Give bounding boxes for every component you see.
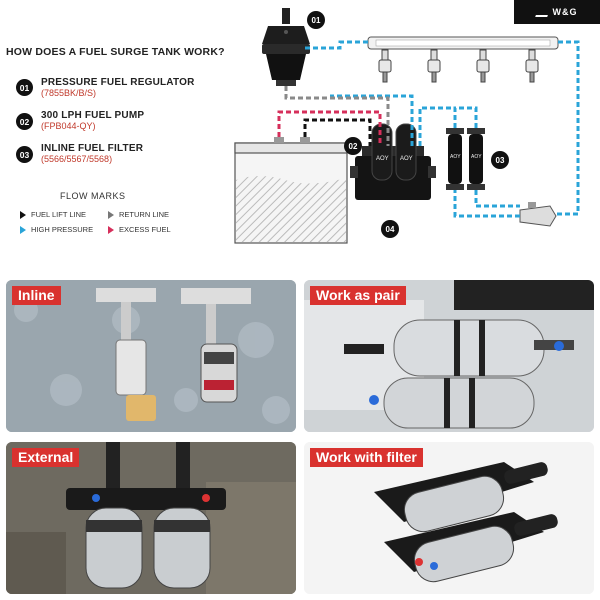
item-number-badge: 02: [16, 113, 33, 130]
legend-label: EXCESS FUEL: [119, 225, 171, 234]
photo-panel-inline: Inline: [6, 280, 296, 432]
callout-number: 02: [349, 142, 358, 151]
panel-label: Work as pair: [310, 286, 406, 305]
high-pressure-arrow-icon: [20, 225, 26, 234]
brand-name: W&G: [552, 7, 578, 17]
component-item-3-text: INLINE FUEL FILTER (5566/5567/5568): [41, 143, 143, 164]
brand-logo: W&G: [514, 0, 600, 24]
flow-marks-heading: FLOW MARKS: [60, 191, 126, 201]
pair-pumps-photo: [304, 280, 594, 432]
page-title: HOW DOES A FUEL SURGE TANK WORK?: [6, 46, 225, 58]
photo-panel-work-as-pair: Work as pair: [304, 280, 594, 432]
fuel-injector: [378, 49, 539, 83]
inline-fuel-filter: [446, 128, 485, 190]
legend-label: RETURN LINE: [119, 210, 170, 219]
item-number-badge: 01: [16, 79, 33, 96]
legend-label: HIGH PRESSURE: [31, 225, 94, 234]
photo-panel-work-with-filter: Work with filter: [304, 442, 594, 594]
callout-badge: [307, 11, 509, 238]
pump-brand-label: AOY: [376, 156, 389, 162]
fuel-tank: [234, 137, 348, 244]
component-item-3: 03: [16, 146, 33, 163]
filter-pumps-photo: [304, 442, 594, 594]
excess-fuel-arrow-icon: [108, 225, 114, 234]
panel-label: Inline: [12, 286, 61, 305]
filter-brand-label: AOY: [471, 154, 482, 160]
item-code: (7855BK/B/S): [41, 88, 97, 98]
item-title: PRESSURE FUEL REGULATOR: [41, 77, 195, 88]
fuel-lift-line: [303, 118, 372, 146]
fuel-distribution-block: [519, 202, 557, 227]
fuel-lift-arrow-icon: [20, 210, 26, 219]
surge-tank-with-pumps: [350, 123, 436, 200]
photo-panel-external: External: [6, 442, 296, 594]
item-code: (FPB044-QY): [41, 121, 96, 131]
fuel-system-diagram: AOY AOY AOY AOY: [234, 8, 580, 244]
callout-number: 03: [496, 156, 505, 165]
item-title: INLINE FUEL FILTER: [41, 143, 144, 154]
component-item-1: 01: [16, 79, 33, 96]
fuel-pressure-regulator: [262, 8, 310, 86]
legend-fuel-lift: FUEL LIFT LINE: [20, 210, 86, 219]
panel-label: External: [12, 448, 80, 467]
legend-label: FUEL LIFT LINE: [31, 210, 87, 219]
callout-number: 04: [386, 225, 395, 234]
item-number-badge: 03: [16, 146, 33, 163]
inline-pump-photo: [6, 280, 296, 432]
return-line: [284, 86, 390, 146]
fuel-rail: [367, 36, 559, 50]
component-item-2: 02: [16, 113, 33, 130]
item-title: 300 LPH FUEL PUMP: [41, 110, 145, 121]
callout-number: 01: [312, 16, 321, 25]
item-code: (5566/5567/5568): [41, 154, 113, 164]
legend-return: RETURN LINE: [108, 210, 169, 219]
excess-fuel-line: [277, 110, 382, 146]
high-pressure-line: [305, 40, 580, 218]
filter-brand-label: AOY: [450, 154, 461, 160]
component-item-1-text: PRESSURE FUEL REGULATOR (7855BK/B/S): [41, 77, 195, 98]
external-pumps-photo: [6, 442, 296, 594]
legend-excess-fuel: EXCESS FUEL: [108, 225, 171, 234]
panel-label: Work with filter: [310, 448, 423, 467]
legend-high-pressure: HIGH PRESSURE: [20, 225, 93, 234]
return-arrow-icon: [108, 210, 114, 219]
component-item-2-text: 300 LPH FUEL PUMP (FPB044-QY): [41, 110, 144, 131]
pump-brand-label: AOY: [400, 156, 413, 162]
